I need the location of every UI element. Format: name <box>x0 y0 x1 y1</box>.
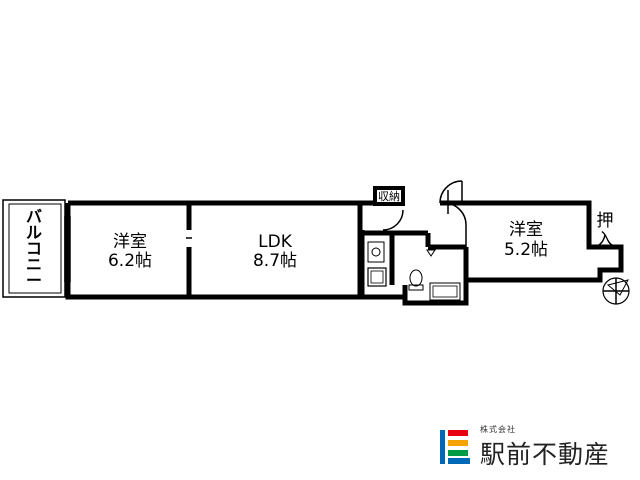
balcony: バルコニー <box>2 199 66 298</box>
balcony-label: バルコニー <box>26 207 42 290</box>
doors <box>382 180 467 231</box>
toilet-icon <box>408 269 424 291</box>
partition-walls <box>186 186 592 303</box>
washing-machine-icon <box>367 267 387 287</box>
washbasin-icon <box>367 241 385 263</box>
ldk-size: 8.7帖 <box>253 251 297 271</box>
closet-label-top: 押 <box>597 211 614 231</box>
fixtures <box>367 241 461 301</box>
western-room-2-size: 5.2帖 <box>504 240 548 260</box>
logo-mark-icon <box>440 430 470 464</box>
western-room-2-name: 洋室 <box>509 220 543 240</box>
closet-label-bottom: 入 <box>597 230 614 250</box>
bathtub-icon <box>429 282 461 301</box>
logo-company-type: 株式会社 <box>480 425 516 434</box>
company-logo: 株式会社 駅前不動産 <box>440 424 630 470</box>
ldk-name: LDK <box>258 232 293 252</box>
compass-icon <box>602 277 630 305</box>
drain-marker-icon <box>426 249 436 257</box>
logo-company-name: 駅前不動産 <box>480 440 611 469</box>
western-room-1-size: 6.2帖 <box>108 251 152 271</box>
storage-label: 収納 <box>378 190 400 203</box>
western-room-1-name: 洋室 <box>113 232 147 252</box>
